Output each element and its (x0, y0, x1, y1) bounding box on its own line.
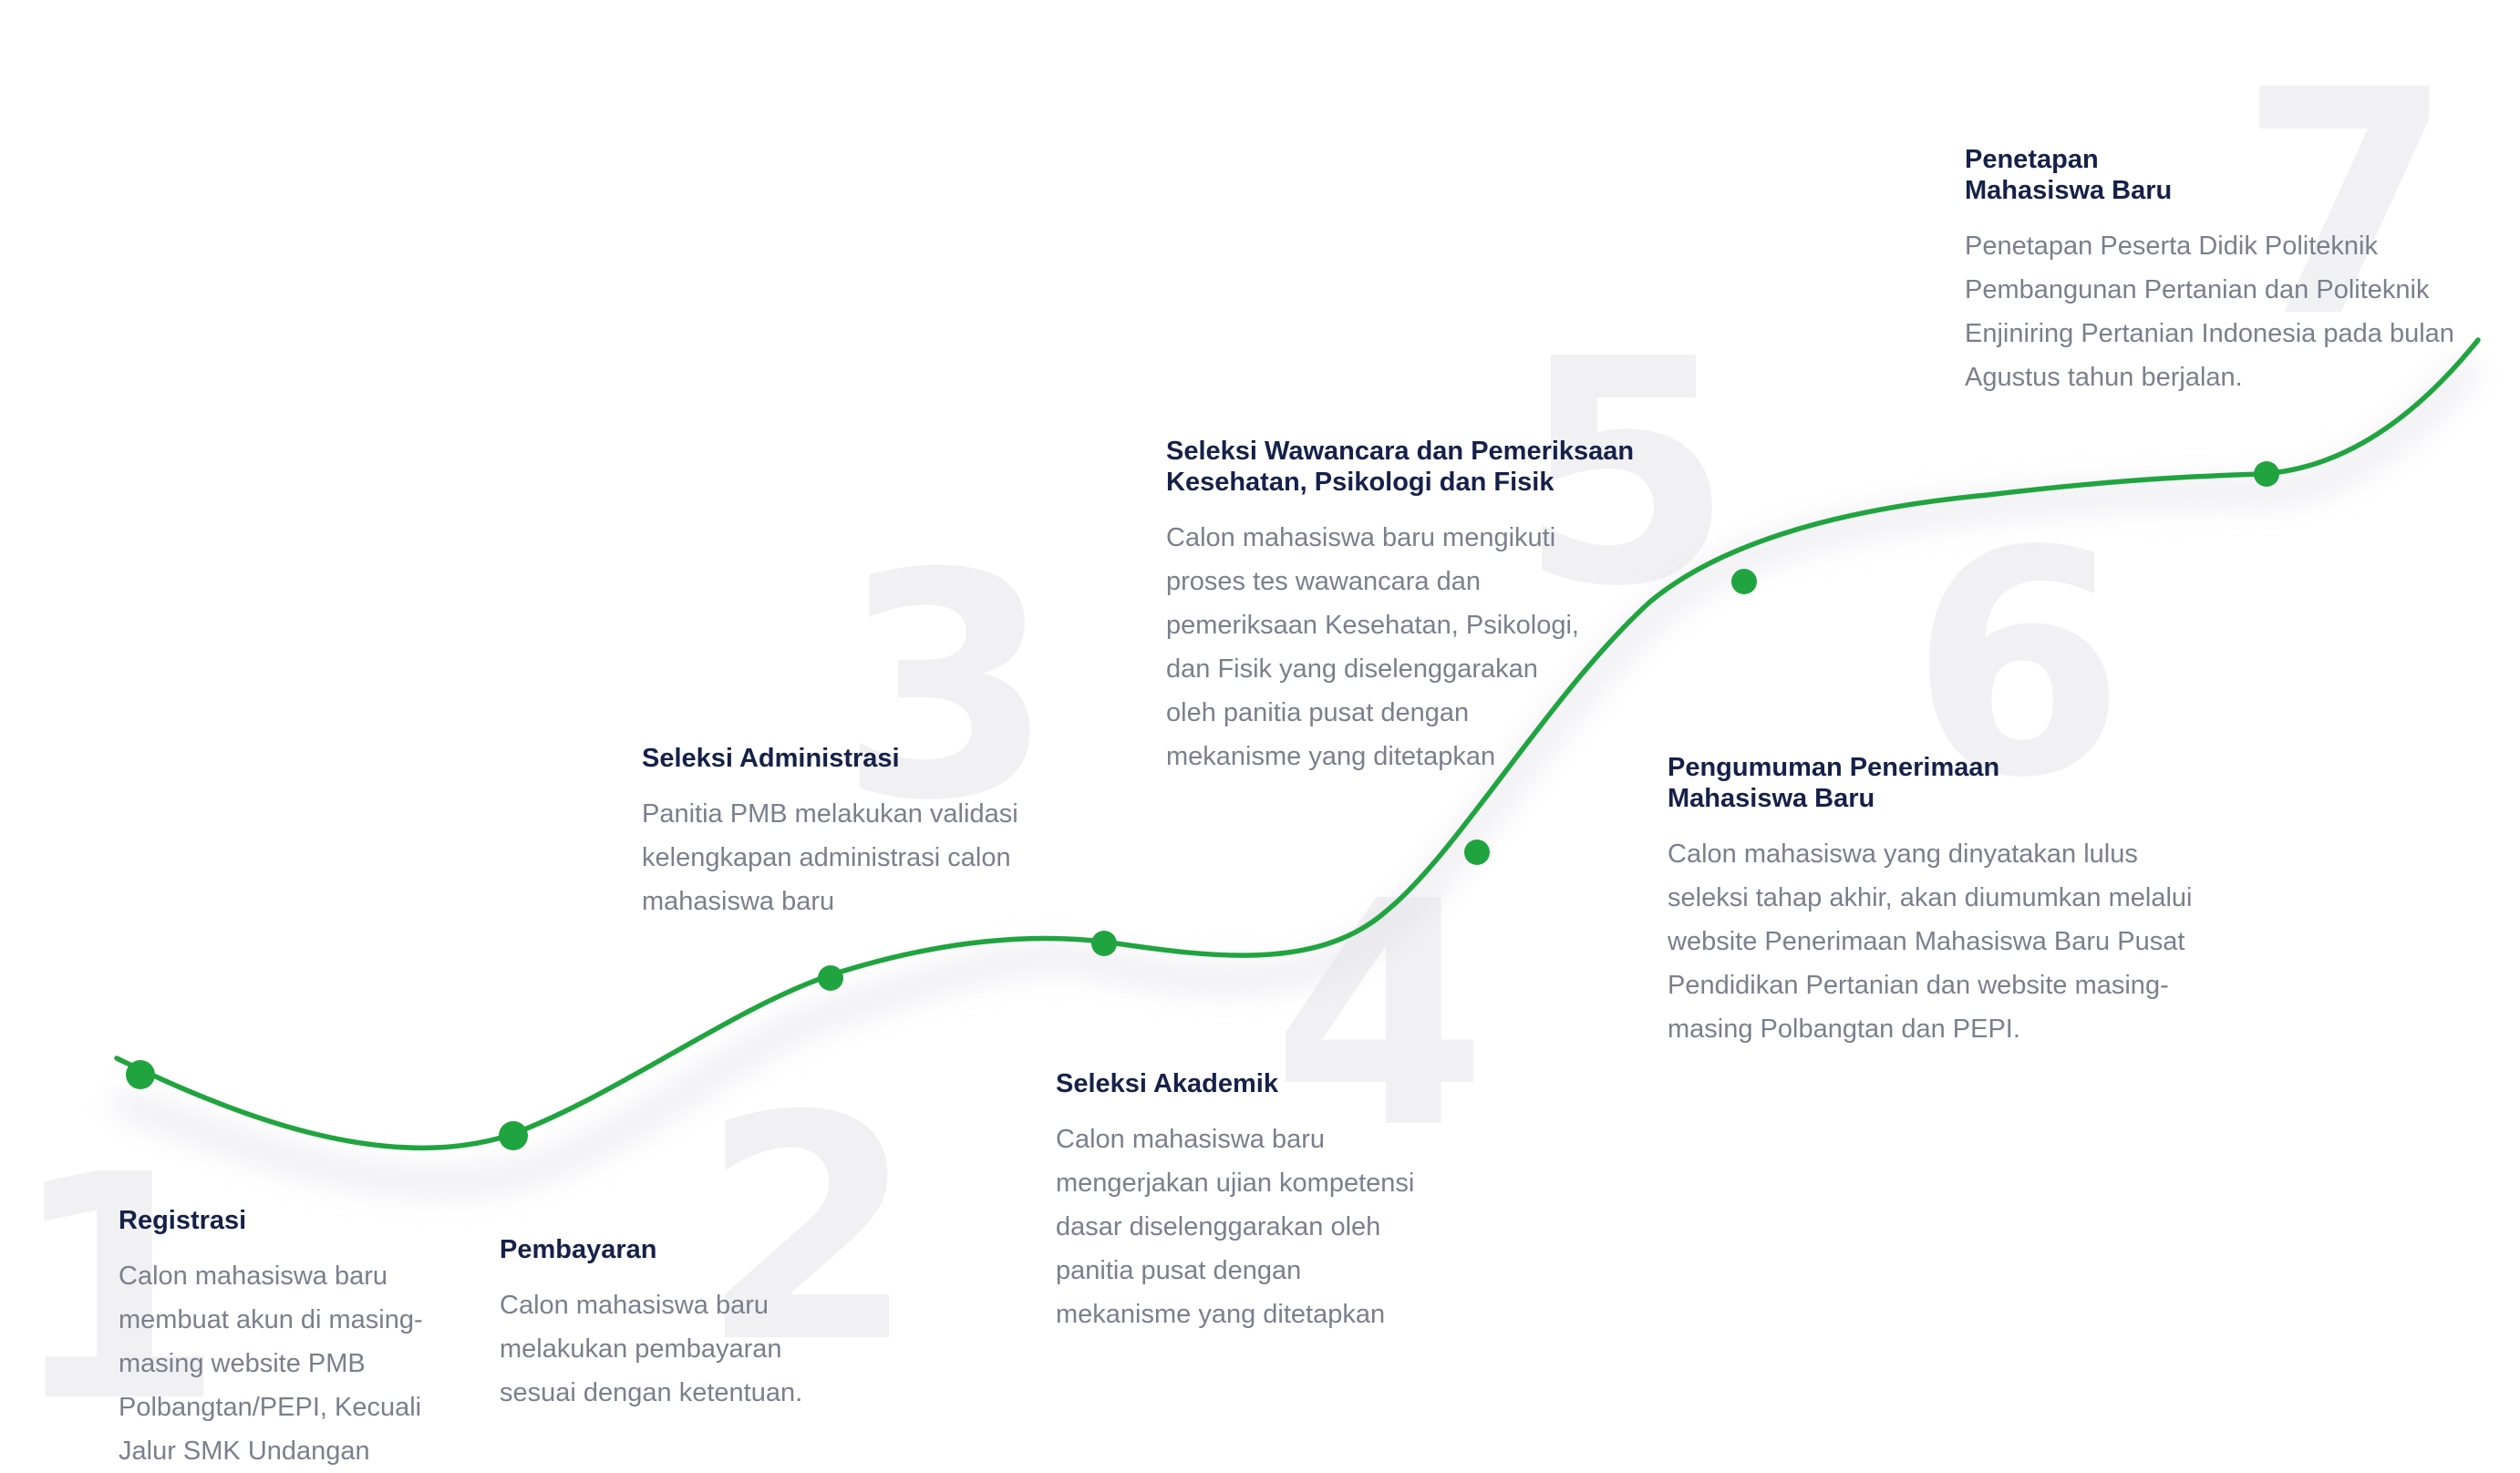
step-seleksi-wawancara: Seleksi Wawancara dan Pemeriksaan Keseha… (1166, 436, 1640, 778)
timeline-node-4 (1091, 931, 1117, 956)
step-seleksi-administrasi: Seleksi Administrasi Panitia PMB melakuk… (642, 743, 1043, 923)
step-number-1: 1 (9, 1109, 225, 1470)
step-title: Seleksi Akademik (1056, 1069, 1278, 1098)
step-title: Seleksi Wawancara dan Pemeriksaan Keseha… (1166, 437, 1635, 497)
step-pengumuman: Pengumuman Penerimaan Mahasiswa Baru Cal… (1668, 752, 2215, 1051)
step-description: Calon mahasiswa baru mengikuti proses te… (1166, 523, 1579, 771)
timeline-node-3 (818, 965, 843, 991)
step-description: Calon mahasiswa baru mengerjakan ujian k… (1056, 1125, 1415, 1329)
step-title: Registrasi (119, 1206, 247, 1235)
timeline-node-5 (1464, 840, 1490, 865)
step-title: Pengumuman Penerimaan Mahasiswa Baru (1668, 753, 2000, 813)
step-number-4: 4 (1272, 836, 1488, 1197)
step-penetapan: Penetapan Mahasiswa Baru Penetapan Peser… (1965, 144, 2471, 399)
step-description: Calon mahasiswa yang dinyatakan lulus se… (1668, 840, 2193, 1044)
step-title: Penetapan Mahasiswa Baru (1965, 145, 2173, 205)
timeline-curve-line (114, 337, 2481, 1151)
step-title: Pembayaran (500, 1235, 657, 1264)
timeline-node-7 (2254, 461, 2279, 487)
step-number-2: 2 (700, 1050, 916, 1411)
step-description: Calon mahasiswa baru melakukan pembayara… (500, 1291, 803, 1407)
step-title: Seleksi Administrasi (642, 744, 900, 773)
step-description: Calon mahasiswa baru membuat akun di mas… (119, 1262, 423, 1466)
step-pembayaran: Pembayaran Calon mahasiswa baru melakuka… (500, 1234, 828, 1415)
timeline-node-6 (1731, 569, 1757, 594)
step-description: Panitia PMB melakukan validasi kelengkap… (642, 799, 1018, 916)
timeline-node-2 (499, 1121, 528, 1150)
timeline-curve-shadow (112, 356, 2480, 1195)
step-registrasi: Registrasi Calon mahasiswa baru membuat … (119, 1205, 451, 1473)
step-number-6: 6 (1910, 485, 2126, 846)
timeline-node-1 (126, 1060, 155, 1089)
step-seleksi-akademik: Seleksi Akademik Calon mahasiswa baru me… (1056, 1068, 1439, 1336)
step-description: Penetapan Peserta Didik Politeknik Pemba… (1965, 232, 2454, 392)
step-number-3: 3 (839, 508, 1055, 869)
step-number-7: 7 (2238, 25, 2454, 386)
